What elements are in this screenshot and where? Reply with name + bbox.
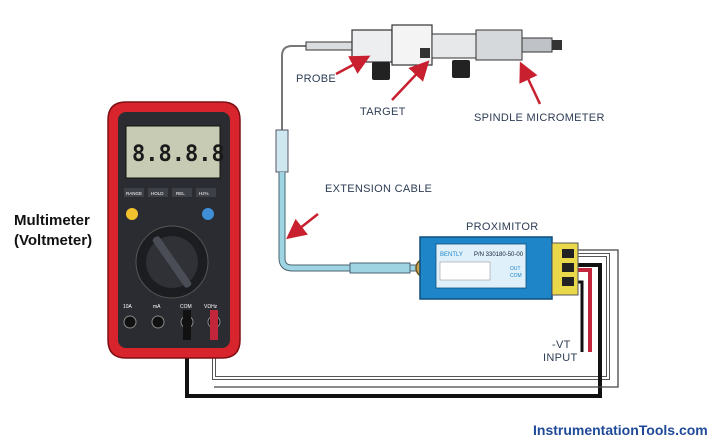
proximitor-com: COM [510,273,522,279]
black-lead [183,310,191,340]
proximitor-label: PROXIMITOR [466,221,539,233]
proximitor-out: OUT [510,266,521,272]
multimeter: 8.8.8.8 RANGE HOLD REL Hz% 10A mA COM VΩ… [107,101,241,359]
light-button [202,208,214,220]
micrometer-knob [552,40,562,50]
terminal-ma [151,315,165,329]
probe-assembly [305,24,562,80]
voltmeter-label: (Voltmeter) [14,232,93,249]
input-label: INPUT [543,352,578,364]
multimeter-readout: 8.8.8.8 [132,142,225,167]
spindle-micrometer-label: SPINDLE MICROMETER [474,112,605,124]
select-button [126,208,138,220]
proximitor-part-number: P/N 330180-50-00 [474,252,524,258]
vt-input-wires [580,340,592,352]
vt-label: -VT [552,339,571,351]
button-rel [172,188,192,197]
multimeter-display [125,125,221,179]
button-hz [196,188,216,197]
terminal-10a [123,315,137,329]
button-range [124,188,144,197]
target-label: TARGET [360,106,406,118]
terminal-10a-label: 10A [123,304,133,310]
terminal-ma-label: mA [153,304,161,310]
terminal-com-label: COM [180,304,192,310]
probe-knob [372,62,390,80]
annotation-arrows [286,55,542,240]
multimeter-label: Multimeter [14,212,90,229]
button-rel-label: REL [176,191,185,196]
terminal-v-label: VΩHz [204,304,218,310]
probe-label: PROBE [296,73,337,85]
red-lead [210,310,218,340]
watermark: InstrumentationTools.com [533,422,708,438]
extension-cable-label: EXTENSION CABLE [325,183,433,195]
cable-connector [275,129,289,173]
target-knob [452,60,470,78]
button-hz-label: Hz% [199,191,209,196]
button-hold-label: HOLD [151,191,164,196]
proximitor-brand: BENTLY [440,252,463,258]
proximitor: BENTLY P/N 330180-50-00 OUT COM [419,236,579,300]
button-range-label: RANGE [126,191,142,196]
button-hold [148,188,168,197]
